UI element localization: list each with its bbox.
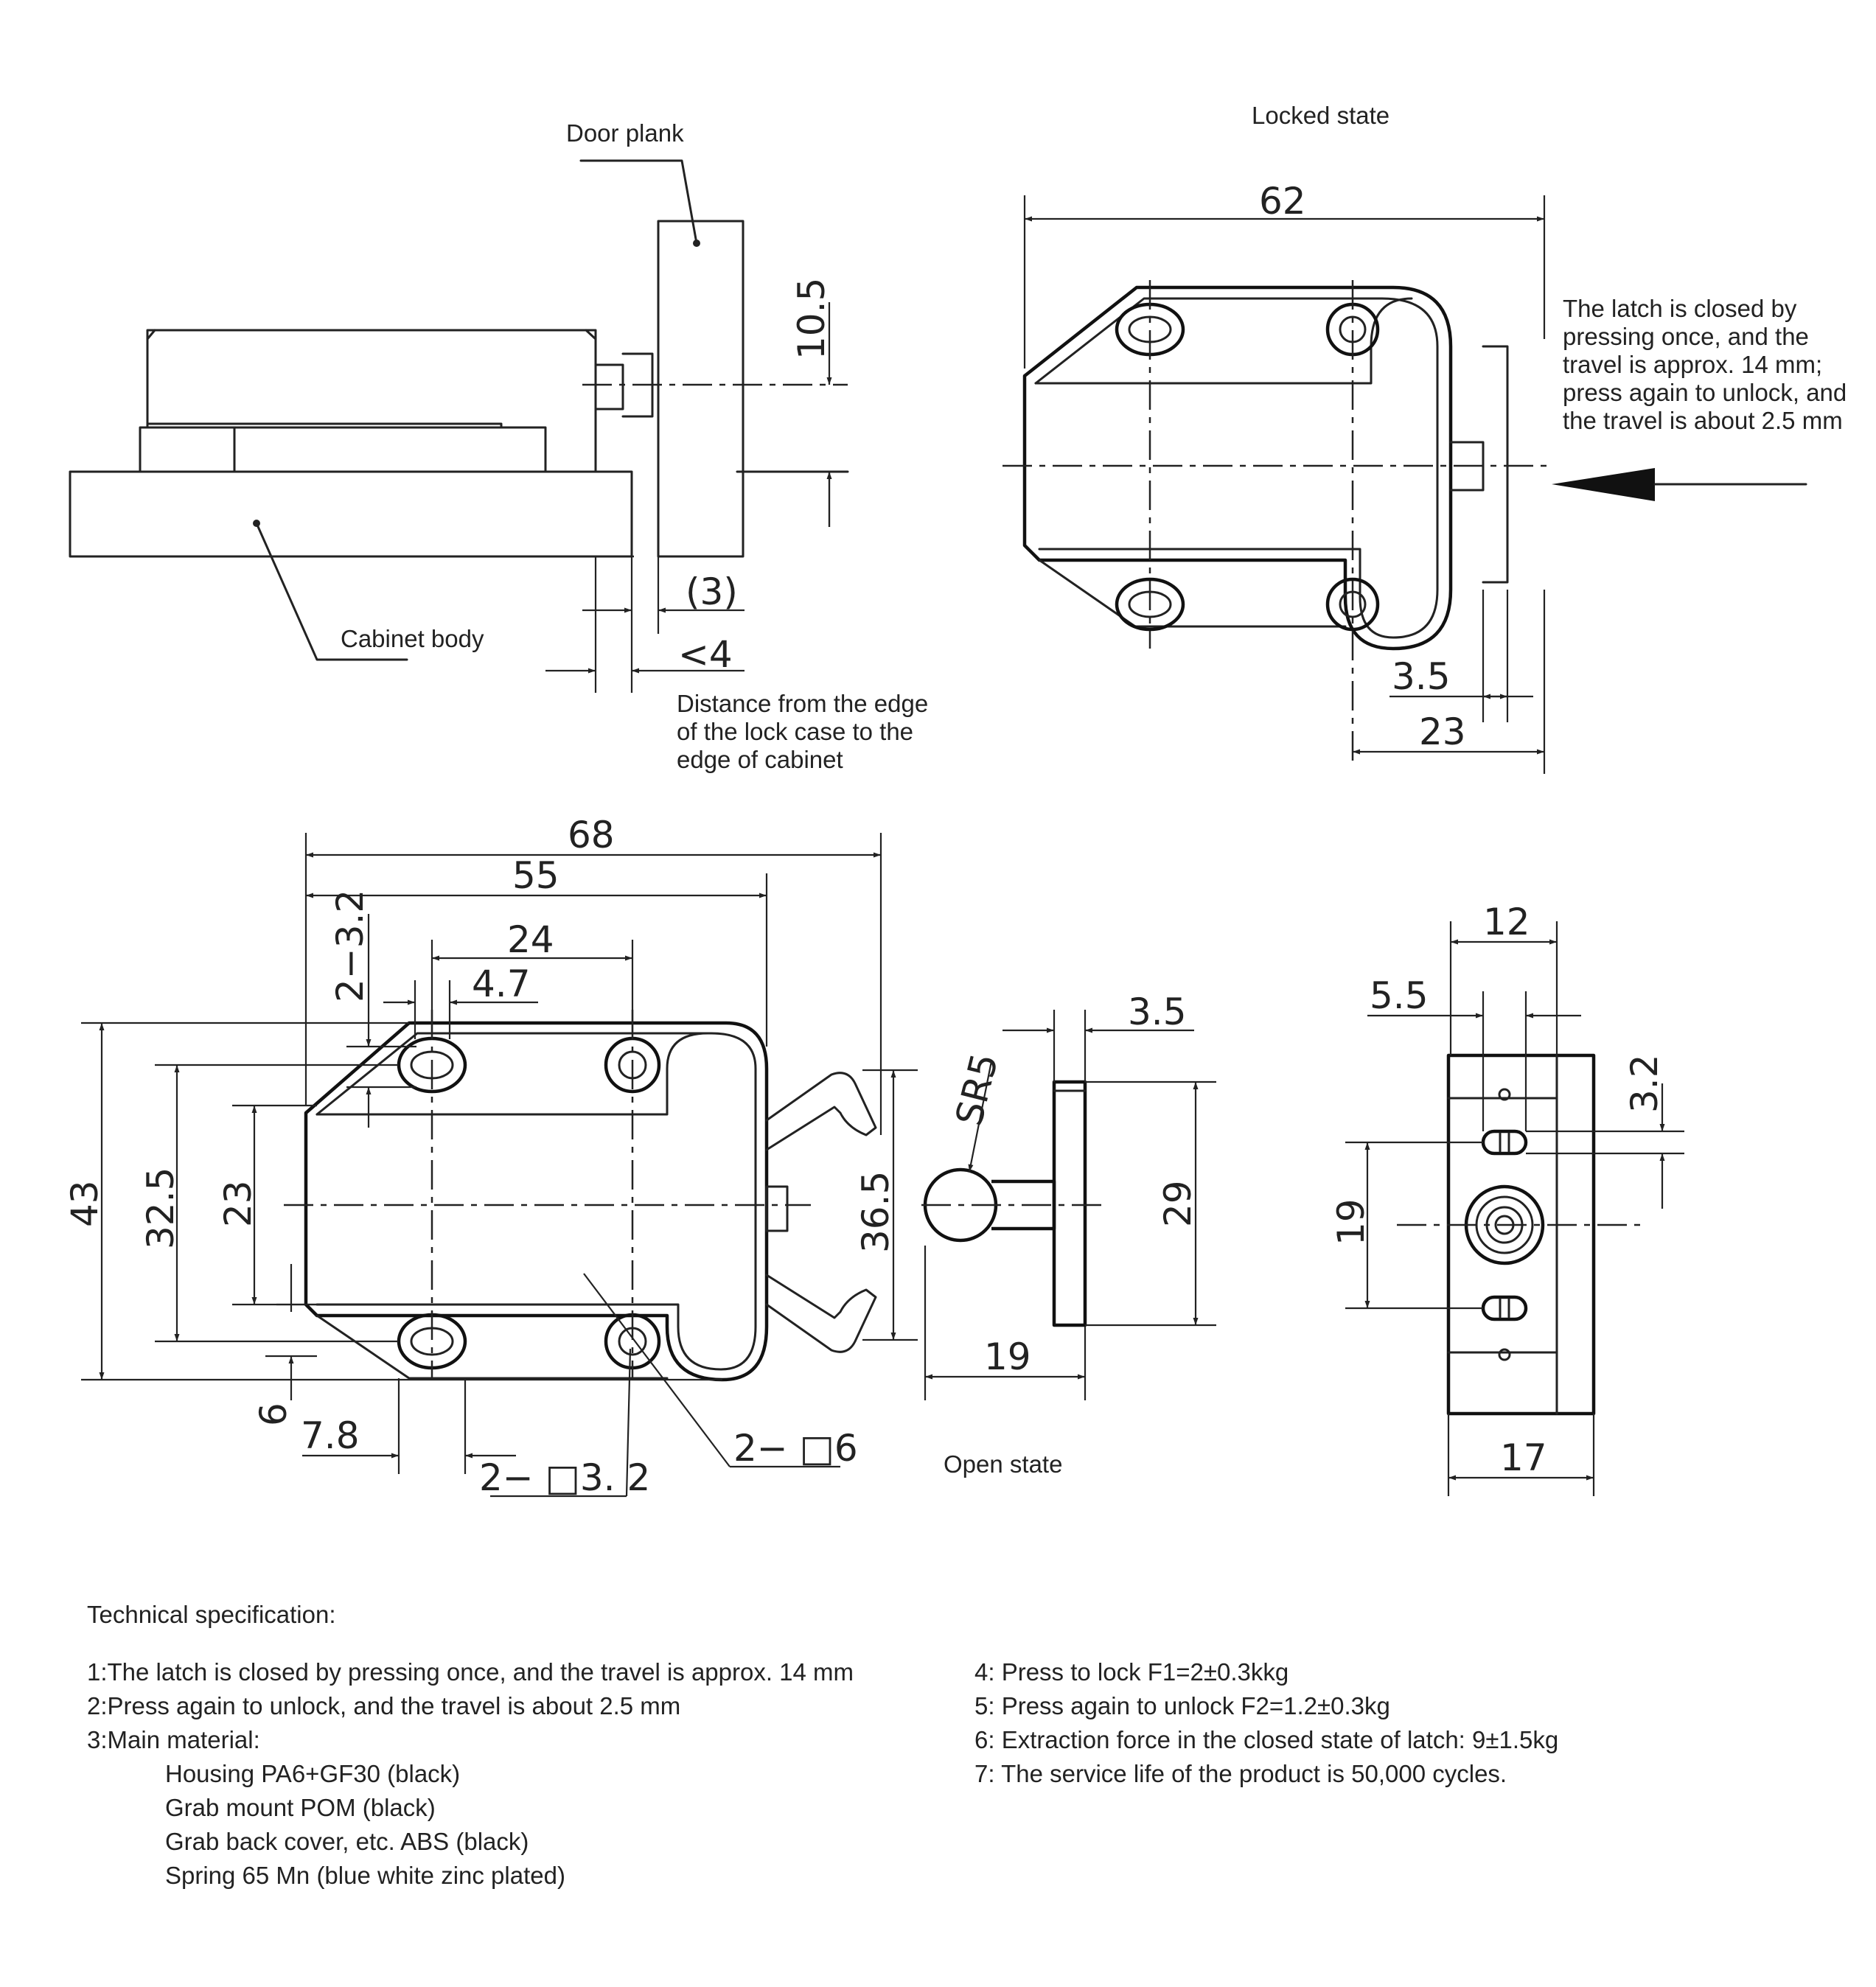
spec-item: 7: The service life of the product is 50… [974,1760,1507,1787]
slot-width-dim: 4.7 [472,963,531,1005]
claw-height-dim: 36.5 [854,1171,897,1253]
spec-right-column: 4: Press to lock F1=2±0.3kkg 5: Press ag… [974,1655,1558,1791]
material-item: Grab back cover, etc. ABS (black) [165,1828,529,1855]
spec-title-text: Technical specification: [87,1601,336,1628]
cabinet-body-label: Cabinet body [341,625,484,652]
inner-height-dim: 32.5 [139,1167,182,1249]
open-state-label: Open state [944,1450,1062,1478]
front-view: 68 55 24 4.7 2−3.2 43 32.5 23 [63,814,918,1499]
locked-plunger [1449,345,1509,584]
striker-thickness-dim: 3.5 [1128,991,1187,1033]
latch-note: The latch is closed by pressing once, an… [1563,295,1853,434]
locked-state-label: Locked state [1252,102,1389,129]
spec-item: 2:Press again to unlock, and the travel … [87,1692,681,1719]
material-item: Spring 65 Mn (blue white zinc plated) [165,1862,565,1889]
door-plank-outline [657,220,745,558]
end-width-dim: 17 [1500,1436,1547,1479]
locked-depth-dim: 23 [1419,710,1466,753]
spec-title: Technical specification: [87,1598,336,1632]
cabinet-body-leader [255,522,408,661]
slot-callout: 2−3.2 [329,890,372,1002]
hole-pitch-dim: 24 [507,918,554,961]
slot-span-dim: 23 [217,1180,259,1227]
gap-dim: (3) [686,570,738,613]
striker-view: 3.5 SR5 29 19 Open state [921,991,1216,1478]
striker-plate [1052,1080,1087,1327]
end-housing-outline [1446,1053,1596,1416]
spec-item: 6: Extraction force in the closed state … [974,1726,1559,1753]
side-view: 10.5 (3) <4 Door plank Cabinet body Dist… [69,119,935,773]
spec-item: 4: Press to lock F1=2±0.3kkg [974,1658,1289,1686]
locked-mounting-holes [1115,302,1380,632]
latch-housing [139,329,597,473]
press-arrow [1552,468,1655,501]
claw-upper [765,1072,877,1151]
door-plank-leader [579,159,698,245]
overall-width-dim: 68 [568,814,615,856]
edge-distance-label: Distance from the edge of the lock case … [677,690,935,773]
cabinet-body-outline [69,470,633,558]
end-slot-width-dim: 3.2 [1623,1054,1666,1113]
ball-radius-dim: SR5 [947,1049,1006,1129]
overall-height-dim: 43 [63,1180,106,1227]
bottom-offset-dim: 6 [252,1403,295,1426]
end-slot-offset-dim: 5.5 [1370,974,1429,1017]
locked-state-view: 62 3.5 23 Locked state The latch is clos… [1002,102,1853,774]
spec-item: 1:The latch is closed by pressing once, … [87,1658,854,1686]
bottom-slot-callout: 2− □3. 2 [479,1456,650,1499]
plate-height-dim: 29 [1157,1180,1199,1227]
locked-housing-outline [1022,285,1453,651]
end-top-width-dim: 12 [1483,901,1530,943]
latch-housing-bevel [146,329,597,341]
left-offset-dim: 7.8 [301,1414,360,1457]
door-height-dim: 10.5 [790,278,833,360]
material-item: Grab mount POM (black) [165,1794,436,1821]
door-plank-label: Door plank [566,119,684,147]
locked-width-dim: 62 [1259,180,1306,223]
claw-lower [765,1274,877,1353]
front-mounting-holes [397,1036,661,1370]
spec-item: 5: Press again to unlock F2=1.2±0.3kg [974,1692,1390,1719]
end-view: 12 5.5 3.2 19 17 [1330,901,1684,1496]
plunger-offset-dim: 3.5 [1392,655,1451,698]
front-housing-outline [304,1021,769,1382]
end-hole-span-dim: 19 [1330,1198,1373,1246]
spec-left-column: 1:The latch is closed by pressing once, … [87,1655,854,1893]
edge-dim: <4 [678,633,733,676]
material-item: Housing PA6+GF30 (black) [165,1760,461,1787]
body-width-dim: 55 [512,854,559,897]
hole-callout: 2− □6 [733,1427,858,1470]
striker-length-dim: 19 [984,1335,1031,1378]
spec-item: 3:Main material: [87,1726,260,1753]
